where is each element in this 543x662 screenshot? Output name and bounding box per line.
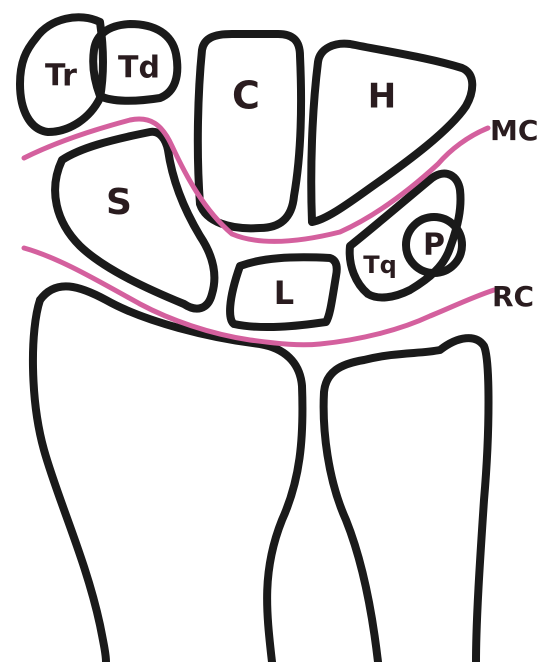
capitate-outline [198,34,301,228]
trapezoid-label: Td [118,51,160,86]
scaphoid-outline [55,132,214,309]
scaphoid-label: S [106,182,132,223]
lunate-label: L [274,274,294,312]
ulna-outline [324,338,489,662]
triquetrum-label: Tq [363,251,397,279]
radius-shaft-left-outline [33,300,106,662]
trapezium-label: Tr [45,59,77,94]
hamate-label: H [368,77,396,117]
midcarpal-label: MC [490,114,538,147]
capitate-label: C [232,74,260,118]
radiocarpal-label: RC [492,280,534,313]
hamate-outline [311,44,472,222]
pisiform-label: P [423,228,445,263]
